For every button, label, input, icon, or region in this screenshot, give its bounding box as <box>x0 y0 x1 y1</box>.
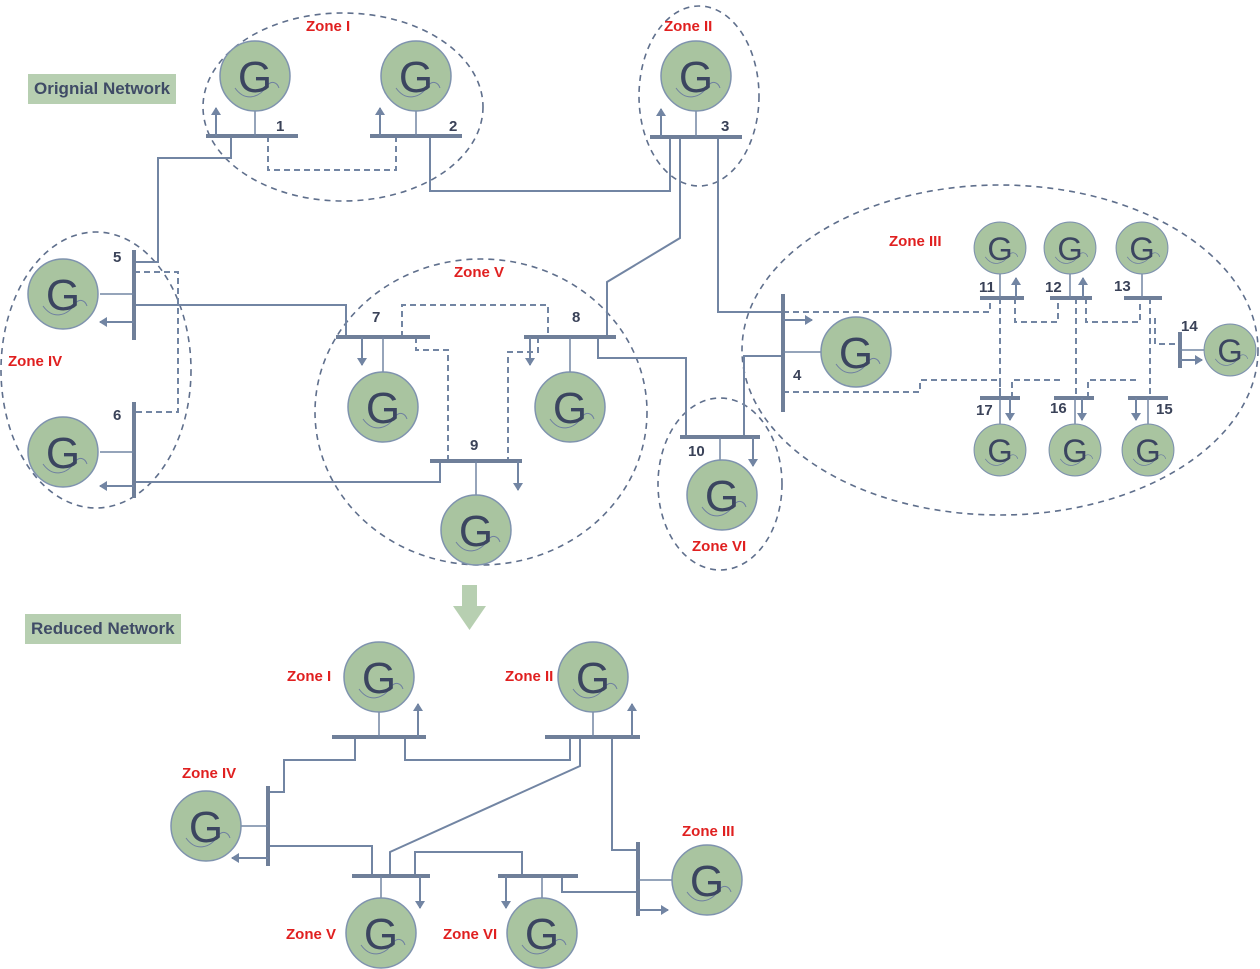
svg-text:G: G <box>576 654 610 703</box>
reduced-generator-4: G <box>170 790 242 862</box>
bus-numbers: 1 2 3 4 5 6 7 8 9 10 11 12 13 14 15 16 1… <box>113 118 1198 460</box>
svg-text:G: G <box>399 53 433 102</box>
zone-ring-5 <box>314 258 648 566</box>
svg-text:G: G <box>987 231 1012 267</box>
generator-g11: G <box>973 221 1027 275</box>
reduced-zone-label-3: Zone III <box>682 823 735 840</box>
zone-ring-2 <box>638 5 760 187</box>
zone-ring-4 <box>0 231 192 509</box>
original-network-label: Orignial Network <box>28 74 177 104</box>
reduction-arrow-icon <box>453 585 486 630</box>
svg-text:G: G <box>839 329 873 378</box>
svg-text:G: G <box>189 803 223 852</box>
svg-text:G: G <box>238 53 272 102</box>
reduced-stems <box>240 712 672 898</box>
zone-rings <box>0 5 1259 571</box>
svg-text:G: G <box>1129 231 1154 267</box>
reduced-zone-label-6: Zone VI <box>443 926 497 943</box>
bus-number-14: 14 <box>1181 318 1198 335</box>
svg-text:G: G <box>46 271 80 320</box>
zone-label-5: Zone V <box>454 264 504 281</box>
generator-stems <box>100 110 1205 495</box>
zone-label-3: Zone III <box>889 233 942 250</box>
original-lines <box>134 136 1180 483</box>
reduced-generator-6: G <box>506 897 578 969</box>
generator-g12: G <box>1043 221 1097 275</box>
generator-g3: G <box>660 40 732 112</box>
bus-number-8: 8 <box>572 309 580 326</box>
reduced-generator-5: G <box>345 897 417 969</box>
generator-g6: G <box>27 416 99 488</box>
generator-g9: G <box>440 494 512 566</box>
generator-g4: G <box>820 316 892 388</box>
zone-label-2: Zone II <box>664 18 712 35</box>
generator-g15: G <box>1121 423 1175 477</box>
svg-text:G: G <box>364 910 398 959</box>
bus-number-7: 7 <box>372 309 380 326</box>
zone-label-6: Zone VI <box>692 538 746 555</box>
zone-ring-6 <box>657 397 783 571</box>
generator-g2: G <box>380 40 452 112</box>
bus-number-15: 15 <box>1156 401 1173 418</box>
svg-text:G: G <box>459 507 493 556</box>
zone-ring-3 <box>741 184 1259 516</box>
bus-number-10: 10 <box>688 443 705 460</box>
generator-g14: G <box>1203 323 1257 377</box>
bus-number-1: 1 <box>276 118 284 135</box>
svg-text:G: G <box>679 53 713 102</box>
reduced-arrows <box>231 703 669 915</box>
svg-text:G: G <box>362 654 396 703</box>
generator-g17: G <box>973 423 1027 477</box>
reduced-generator-3: G <box>671 844 743 916</box>
svg-text:G: G <box>1217 333 1242 369</box>
bus-number-6: 6 <box>113 407 121 424</box>
load-arrows <box>99 107 1203 491</box>
reduced-zone-label-4: Zone IV <box>182 765 236 782</box>
svg-text:G: G <box>525 910 559 959</box>
reduced-buses <box>266 735 640 916</box>
reduced-zone-label-2: Zone II <box>505 668 553 685</box>
bus-number-3: 3 <box>721 118 729 135</box>
bus-number-13: 13 <box>1114 278 1131 295</box>
generator-g7: G <box>347 371 419 443</box>
generator-g5: G <box>27 258 99 330</box>
bus-number-11: 11 <box>979 279 995 296</box>
bus-number-4: 4 <box>793 367 802 384</box>
svg-text:G: G <box>553 384 587 433</box>
generator-g8: G <box>534 371 606 443</box>
reduced-generator-2: G <box>557 641 629 713</box>
svg-text:G: G <box>1057 231 1082 267</box>
reduced-zone-label-1: Zone I <box>287 668 331 685</box>
svg-text:G: G <box>987 433 1012 469</box>
reduced-zone-labels: Zone I Zone II Zone IV Zone III Zone V Z… <box>182 668 735 943</box>
generator-g16: G <box>1048 423 1102 477</box>
svg-text:G: G <box>705 472 739 521</box>
generator-g1: G <box>219 40 291 112</box>
original-zone-labels: Zone I Zone II Zone III Zone IV Zone V Z… <box>8 18 942 555</box>
svg-text:G: G <box>690 857 724 906</box>
reduced-zone-label-5: Zone V <box>286 926 336 943</box>
bus-number-17: 17 <box>976 402 993 419</box>
svg-text:G: G <box>46 429 80 478</box>
svg-text:G: G <box>1135 433 1160 469</box>
reduced-network-label: Reduced Network <box>25 614 181 644</box>
generator-g13: G <box>1115 221 1169 275</box>
bus-number-2: 2 <box>449 118 457 135</box>
zone-label-1: Zone I <box>306 18 350 35</box>
zone-ring-1 <box>202 12 484 202</box>
svg-text:G: G <box>1062 433 1087 469</box>
generator-g10: G <box>686 459 758 531</box>
reduced-generator-1: G <box>343 641 415 713</box>
svg-text:G: G <box>366 384 400 433</box>
bus-number-5: 5 <box>113 249 121 266</box>
bus-number-12: 12 <box>1045 279 1062 296</box>
zone-label-4: Zone IV <box>8 353 62 370</box>
bus-number-16: 16 <box>1050 400 1067 417</box>
bus-number-9: 9 <box>470 437 478 454</box>
reduced-lines <box>268 737 638 893</box>
